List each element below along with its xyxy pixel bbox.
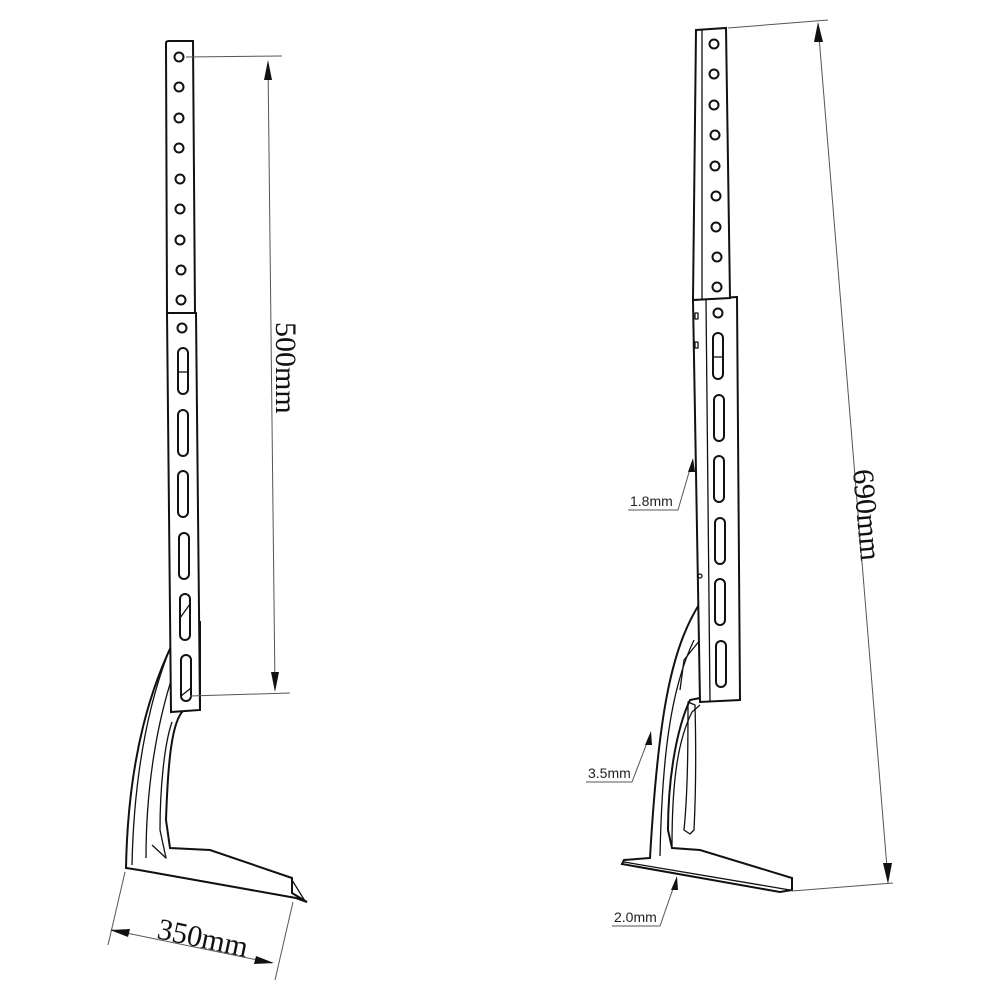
- right-upper-holes: [708, 38, 723, 293]
- height-label-690mm: 690mm: [846, 468, 887, 562]
- base-plate-thickness-label: 2.0mm: [614, 909, 657, 925]
- width-label-350mm: 350mm: [155, 913, 252, 964]
- callout-1-8mm: 1.8mm: [628, 458, 695, 511]
- lower-slots: [177, 347, 192, 702]
- right-lower-slots: [712, 332, 727, 688]
- right-upper-bracket: [691, 26, 732, 302]
- left-upper-bracket: [164, 40, 197, 314]
- right-lower-bracket: [691, 295, 742, 704]
- right-stand-drawing: 690mm 1.8mm 3.5mm 2.0mm: [586, 19, 894, 927]
- dimension-690mm: 690mm: [727, 19, 894, 892]
- height-label-500mm: 500mm: [269, 322, 302, 414]
- arm-thickness-label: 3.5mm: [588, 765, 631, 781]
- left-stand-drawing: 500mm 350mm: [107, 40, 308, 981]
- upper-holes: [173, 51, 187, 306]
- right-leg: [620, 599, 793, 894]
- callout-3-5mm: 3.5mm: [586, 731, 652, 783]
- dimension-500mm: 500mm: [185, 55, 302, 697]
- left-leg: [124, 616, 308, 903]
- bracket-thickness-label: 1.8mm: [630, 493, 673, 509]
- callout-2-0mm: 2.0mm: [612, 876, 678, 927]
- left-lower-bracket: [165, 312, 202, 714]
